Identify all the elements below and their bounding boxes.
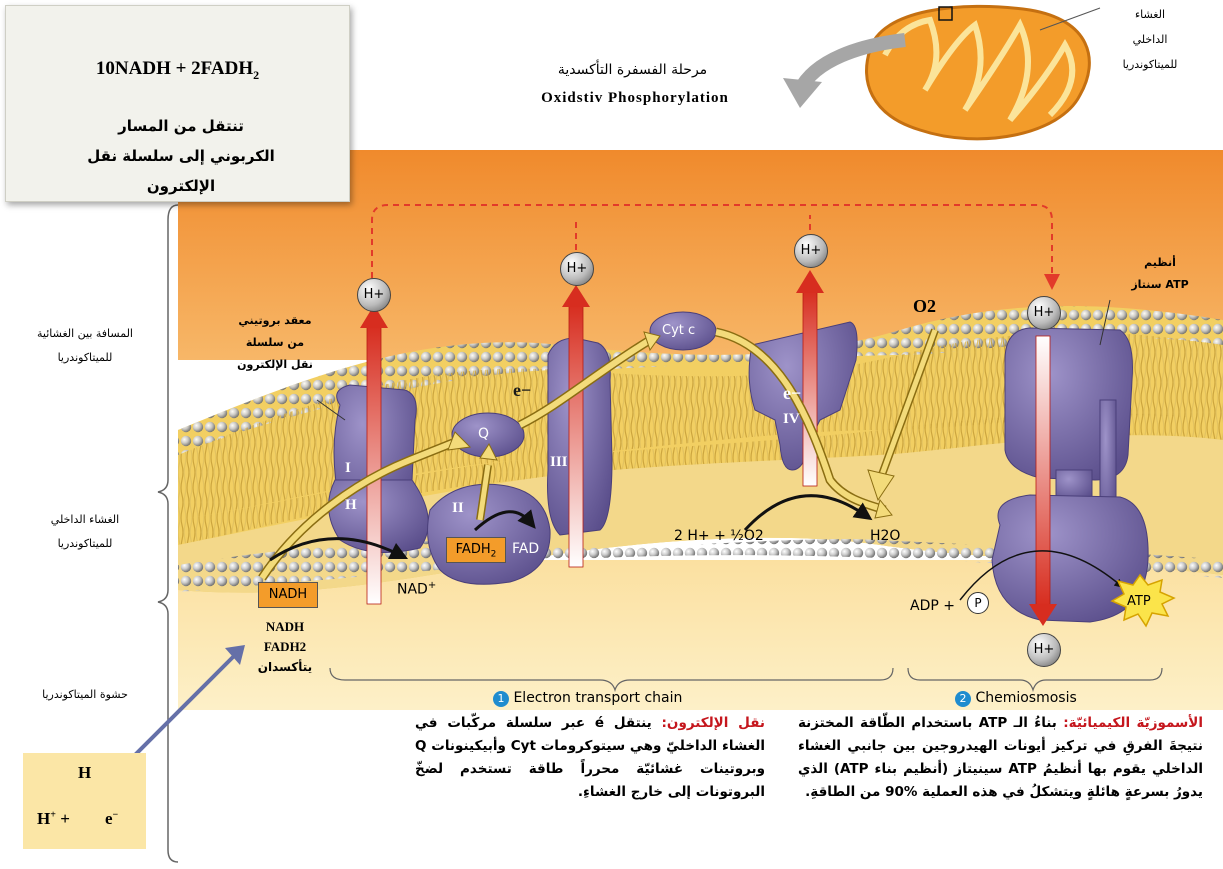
equation-box: 10NADH + 2FADH2 تنتقل من المسار الكربوني… — [5, 5, 350, 202]
h-atom: H — [78, 763, 91, 783]
label-inner-membrane: الغشاء الداخلي للميتاكوندريا — [10, 508, 160, 556]
mito-label: الغشاء الداخلي للميتاكوندريا — [1095, 2, 1205, 77]
label-matrix: حشوة الميتاكوندريا — [10, 688, 160, 701]
side-brace — [158, 205, 178, 862]
proton-h-5: H+ — [1027, 633, 1061, 667]
fad-label: FAD — [512, 541, 539, 557]
proton-arrow-1 — [367, 326, 381, 604]
mito-label-line: الداخلي — [1095, 27, 1205, 52]
h-split-box: H H+ + e− — [23, 753, 146, 849]
mito-label-line: الغشاء — [1095, 2, 1205, 27]
complex-i-label: I — [345, 460, 351, 477]
proton-h-3: H+ — [794, 234, 828, 268]
h-plus: H+ + — [37, 809, 70, 829]
proton-arrow-synthase — [1036, 336, 1050, 606]
chemi-title: Chemiosmosis — [975, 690, 1076, 706]
complex-ii — [428, 484, 551, 584]
stage-title-ar: مرحلة الفسفرة التأكسدية — [520, 62, 745, 78]
proton-arrow-3 — [803, 291, 817, 486]
protein-complex-line: نقل الإلكترون — [225, 354, 325, 376]
water-reaction-label: 2 H+ + ½O2 — [674, 528, 764, 544]
equation-formula: 10NADH + 2FADH2 — [6, 58, 349, 83]
etc-title: Electron transport chain — [513, 690, 682, 706]
fadh2-box: FADH2 — [446, 537, 506, 563]
h2o-label: H2O — [870, 528, 900, 544]
intermembrane-line: المسافة بين الغشائية — [10, 322, 160, 346]
nad-label: NAD+ — [397, 580, 436, 598]
atp-synthase-line: ATP سنتاز — [1120, 274, 1200, 296]
e-minus: e− — [105, 809, 118, 829]
etc-paragraph-head: نقل الإلكترون: — [662, 715, 765, 731]
o2-label: O2 — [913, 296, 936, 317]
protein-complex-line: معقد بروتيني — [225, 310, 325, 332]
proton-h-1: H+ — [357, 278, 391, 312]
etc-heading: 1 Electron transport chain — [493, 690, 682, 707]
equation-note: تنتقل من المسار الكربوني إلى سلسلة نقل ا… — [86, 111, 276, 201]
mitochondrion — [867, 6, 1090, 138]
stage-title-en: Oxidstiv Phosphorylation — [505, 90, 765, 107]
oxidation-line: NADH — [240, 617, 330, 637]
atp-synthase-line: أنظيم — [1120, 252, 1200, 274]
electron-label-2: e− — [783, 383, 801, 404]
proton-h-2: H+ — [560, 252, 594, 286]
oxidation-label: NADH FADH2 يتأكسدان — [240, 617, 330, 677]
label-intermembrane: المسافة بين الغشائية للميتاكوندريا — [10, 322, 160, 370]
chemi-heading: 2 Chemiosmosis — [955, 690, 1077, 707]
electron-label-1: e− — [513, 380, 531, 401]
atp-synthase-label: أنظيم ATP سنتاز — [1120, 252, 1200, 296]
complex-iii-label: III — [550, 454, 568, 471]
pi-label: P — [967, 592, 989, 614]
inner-membrane-line: للميتاكوندريا — [10, 532, 160, 556]
atp-label: ATP — [1127, 594, 1151, 609]
intermembrane-line: للميتاكوندريا — [10, 346, 160, 370]
proton-arrow-2 — [569, 305, 583, 567]
chemi-number-badge: 2 — [955, 691, 971, 707]
protein-complex-label: معقد بروتيني من سلسلة نقل الإلكترون — [225, 310, 325, 376]
oxidation-line: FADH2 — [240, 637, 330, 657]
complex-i-h-label: H — [345, 497, 357, 514]
mito-label-line: للميتاكوندريا — [1095, 52, 1205, 77]
proton-h-4: H+ — [1027, 296, 1061, 330]
nadh-box: NADH — [258, 582, 318, 608]
adp-label: ADP + — [910, 598, 955, 614]
chemi-paragraph-head: الأسموزيّة الكيميائيّة: — [1063, 715, 1203, 731]
complex-ii-label: II — [452, 500, 464, 517]
cyt-c-label: Cyt c — [662, 323, 695, 338]
inner-membrane-line: الغشاء الداخلي — [10, 508, 160, 532]
protein-complex-line: من سلسلة — [225, 332, 325, 354]
q-label: Q — [478, 426, 489, 442]
etc-number-badge: 1 — [493, 691, 509, 707]
complex-iv-label: IV — [783, 411, 800, 428]
oxidation-line: يتأكسدان — [240, 657, 330, 677]
chemi-paragraph: الأسموزيّة الكيميائيّة: بناءُ الـ ATP با… — [798, 712, 1203, 804]
etc-paragraph: نقل الإلكترون: ينتقل é عبر سلسلة مركّبات… — [415, 712, 765, 804]
